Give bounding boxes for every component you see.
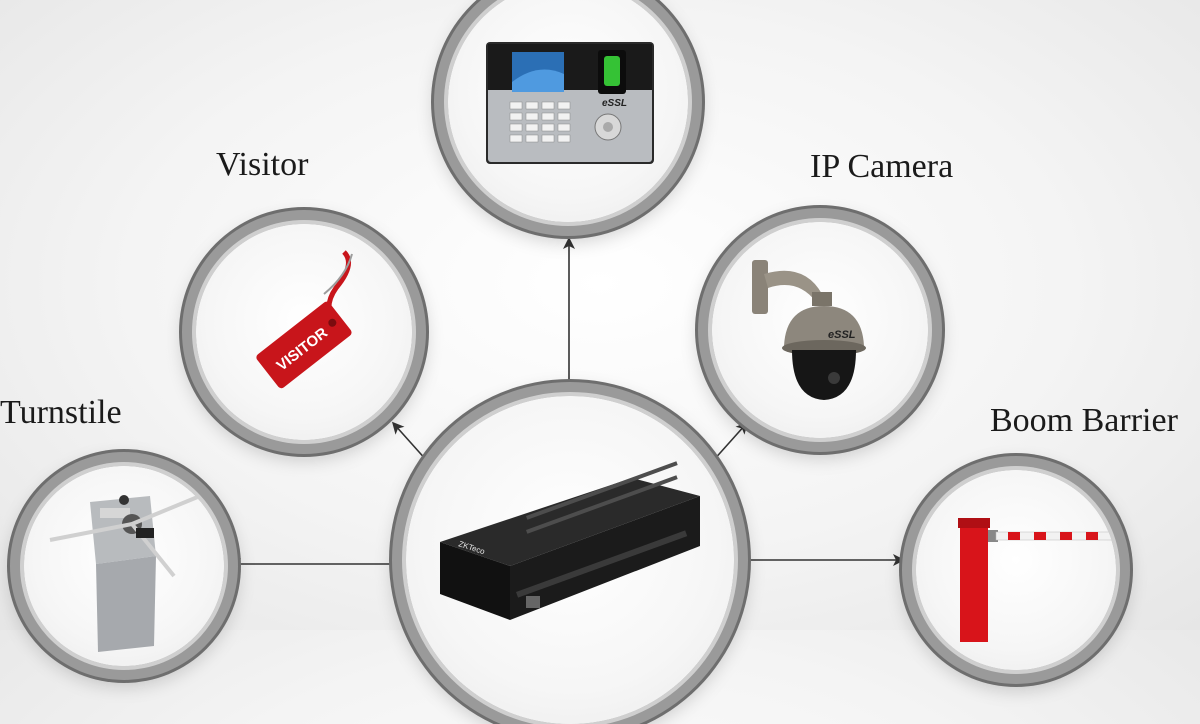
arrow-to-visitor (391, 421, 429, 463)
arrow-to-ip-camera (711, 421, 749, 463)
node-visitor: VISITOR (196, 224, 412, 440)
label-turnstile: Turnstile (0, 394, 122, 431)
access-controller-icon: ZKTeco (440, 461, 700, 620)
boom-barrier-icon (958, 518, 1113, 642)
node-access-controller: ZKTeco (406, 396, 734, 724)
biometric-brand-text: eSSL (602, 98, 627, 109)
ip-camera-icon: eSSL (752, 260, 866, 400)
node-biometric-terminal: eSSL (448, 0, 688, 222)
node-boom-barrier (916, 470, 1116, 670)
node-turnstile (24, 466, 224, 666)
label-visitor: Visitor (216, 146, 309, 183)
turnstile-icon (49, 494, 201, 652)
connector-arrows (229, 237, 905, 570)
label-boom-barrier: Boom Barrier (990, 402, 1178, 439)
biometric-terminal-icon: eSSL (486, 42, 654, 164)
label-ip-camera: IP Camera (810, 148, 954, 185)
node-ip-camera: eSSL (712, 222, 928, 438)
visitor-tag-icon: VISITOR (256, 250, 353, 389)
camera-brand-text: eSSL (828, 329, 856, 341)
